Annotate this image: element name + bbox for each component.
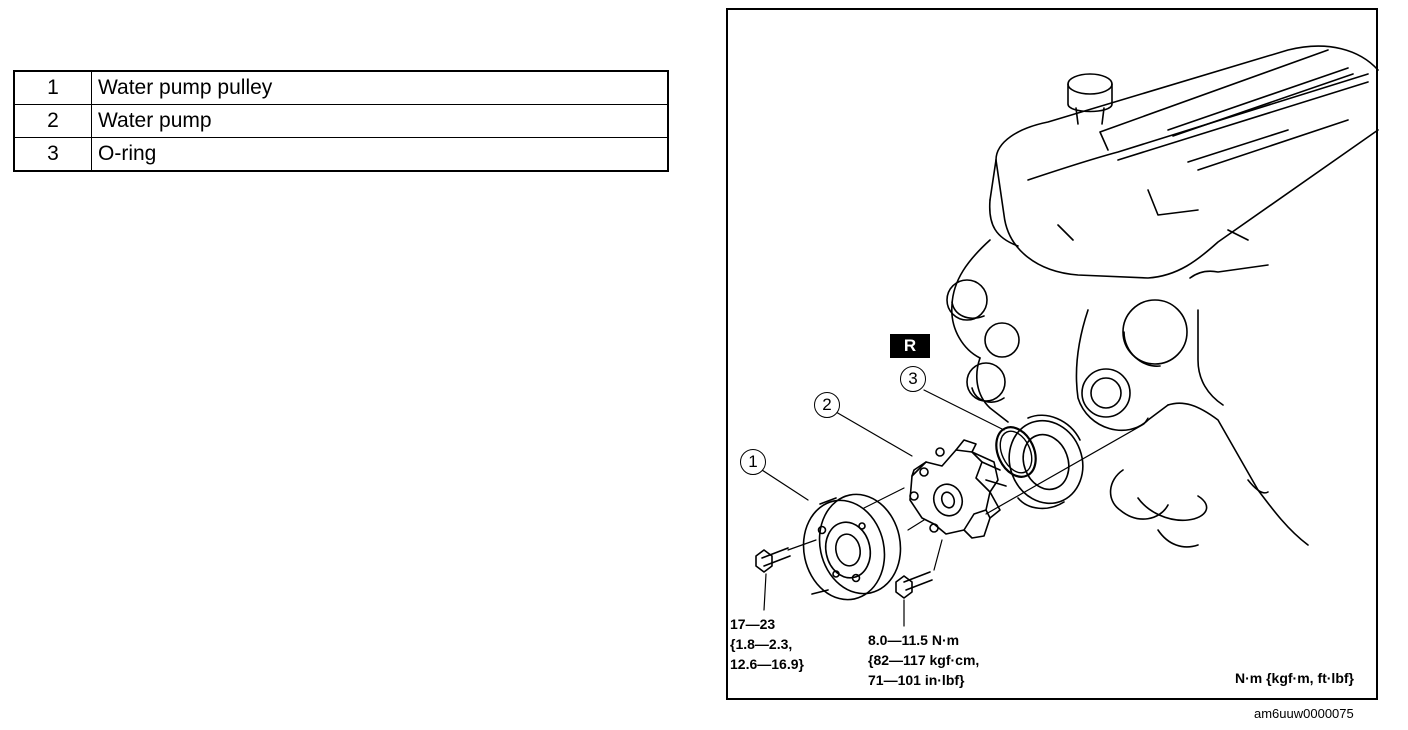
torque-spec-line: 12.6—16.9} — [730, 656, 804, 672]
replace-part-badge: R — [890, 334, 930, 358]
table-row: 1 Water pump pulley — [13, 70, 669, 105]
torque-spec-pulley: 17—23 {1.8—2.3, 12.6—16.9} — [730, 614, 804, 674]
torque-spec-line: 8.0—11.5 N·m — [868, 632, 960, 648]
o-ring — [995, 426, 1037, 478]
part-name: Water pump — [91, 104, 669, 138]
torque-spec-line: 71—101 in·lbf} — [868, 672, 965, 688]
engine-block — [946, 239, 1309, 548]
pump-bolt — [895, 571, 933, 599]
torque-spec-line: {82—117 kgf·cm, — [868, 652, 980, 668]
pulley-bolt — [755, 547, 791, 573]
torque-spec-line: {1.8—2.3, — [730, 636, 793, 652]
callout-1: 1 — [740, 449, 766, 475]
water-pump — [909, 439, 1007, 539]
water-pump-pulley — [802, 493, 902, 601]
engine-illustration — [755, 45, 1379, 627]
oil-filler-cap — [1067, 73, 1113, 125]
part-number: 1 — [13, 70, 92, 105]
torque-spec-line: 17—23 — [730, 616, 776, 632]
leader-lines — [761, 389, 1149, 627]
table-row: 3 O-ring — [13, 137, 669, 172]
part-name: Water pump pulley — [91, 70, 669, 105]
units-legend: N·m {kgf·m, ft·lbf} — [1235, 670, 1354, 686]
table-row: 2 Water pump — [13, 104, 669, 138]
figure-id: am6uuw0000075 — [1254, 706, 1354, 721]
parts-table: 1 Water pump pulley 2 Water pump 3 O-rin… — [13, 70, 669, 172]
callout-3: 3 — [900, 366, 926, 392]
pump-housing-bore — [1008, 414, 1084, 510]
torque-spec-pump: 8.0—11.5 N·m {82—117 kgf·cm, 71—101 in·l… — [868, 630, 979, 690]
exploded-diagram: R 1 2 3 17—23 {1.8—2.3, 12.6—16.9} 8.0—1… — [726, 8, 1379, 700]
callout-2: 2 — [814, 392, 840, 418]
part-number: 2 — [13, 104, 92, 138]
part-name: O-ring — [91, 137, 669, 172]
cylinder-head-cover — [988, 45, 1379, 279]
part-number: 3 — [13, 137, 92, 172]
